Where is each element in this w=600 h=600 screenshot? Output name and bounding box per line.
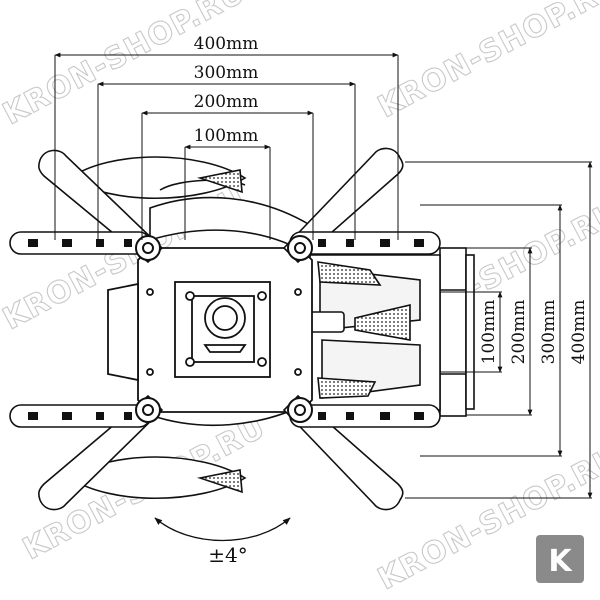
pivot-joints <box>135 235 313 423</box>
logo-letter: K <box>548 544 573 579</box>
wall-plate <box>309 247 475 417</box>
dim-label-height-300: 300mm <box>539 300 559 365</box>
logo-badge: K <box>536 535 584 583</box>
horizontal-dimensions <box>54 52 399 240</box>
horizontal-brackets <box>9 231 441 428</box>
dim-label-height-100: 100mm <box>479 300 499 365</box>
rotation-label: ±4° <box>208 543 247 567</box>
watermark-text: KRON-SHOP.RU <box>372 0 600 125</box>
dim-label-width-300: 300mm <box>194 63 259 83</box>
vertical-dimensions <box>405 161 593 499</box>
dim-label-height-400: 400mm <box>569 300 589 365</box>
vesa-plate <box>107 247 313 413</box>
dim-label-height-200: 200mm <box>509 300 529 365</box>
rotation-arc <box>154 517 291 542</box>
dim-label-width-100: 100mm <box>194 126 259 146</box>
dim-label-width-200: 200mm <box>194 92 259 112</box>
bracket-slots <box>28 239 424 420</box>
dim-label-width-400: 400mm <box>194 34 259 54</box>
